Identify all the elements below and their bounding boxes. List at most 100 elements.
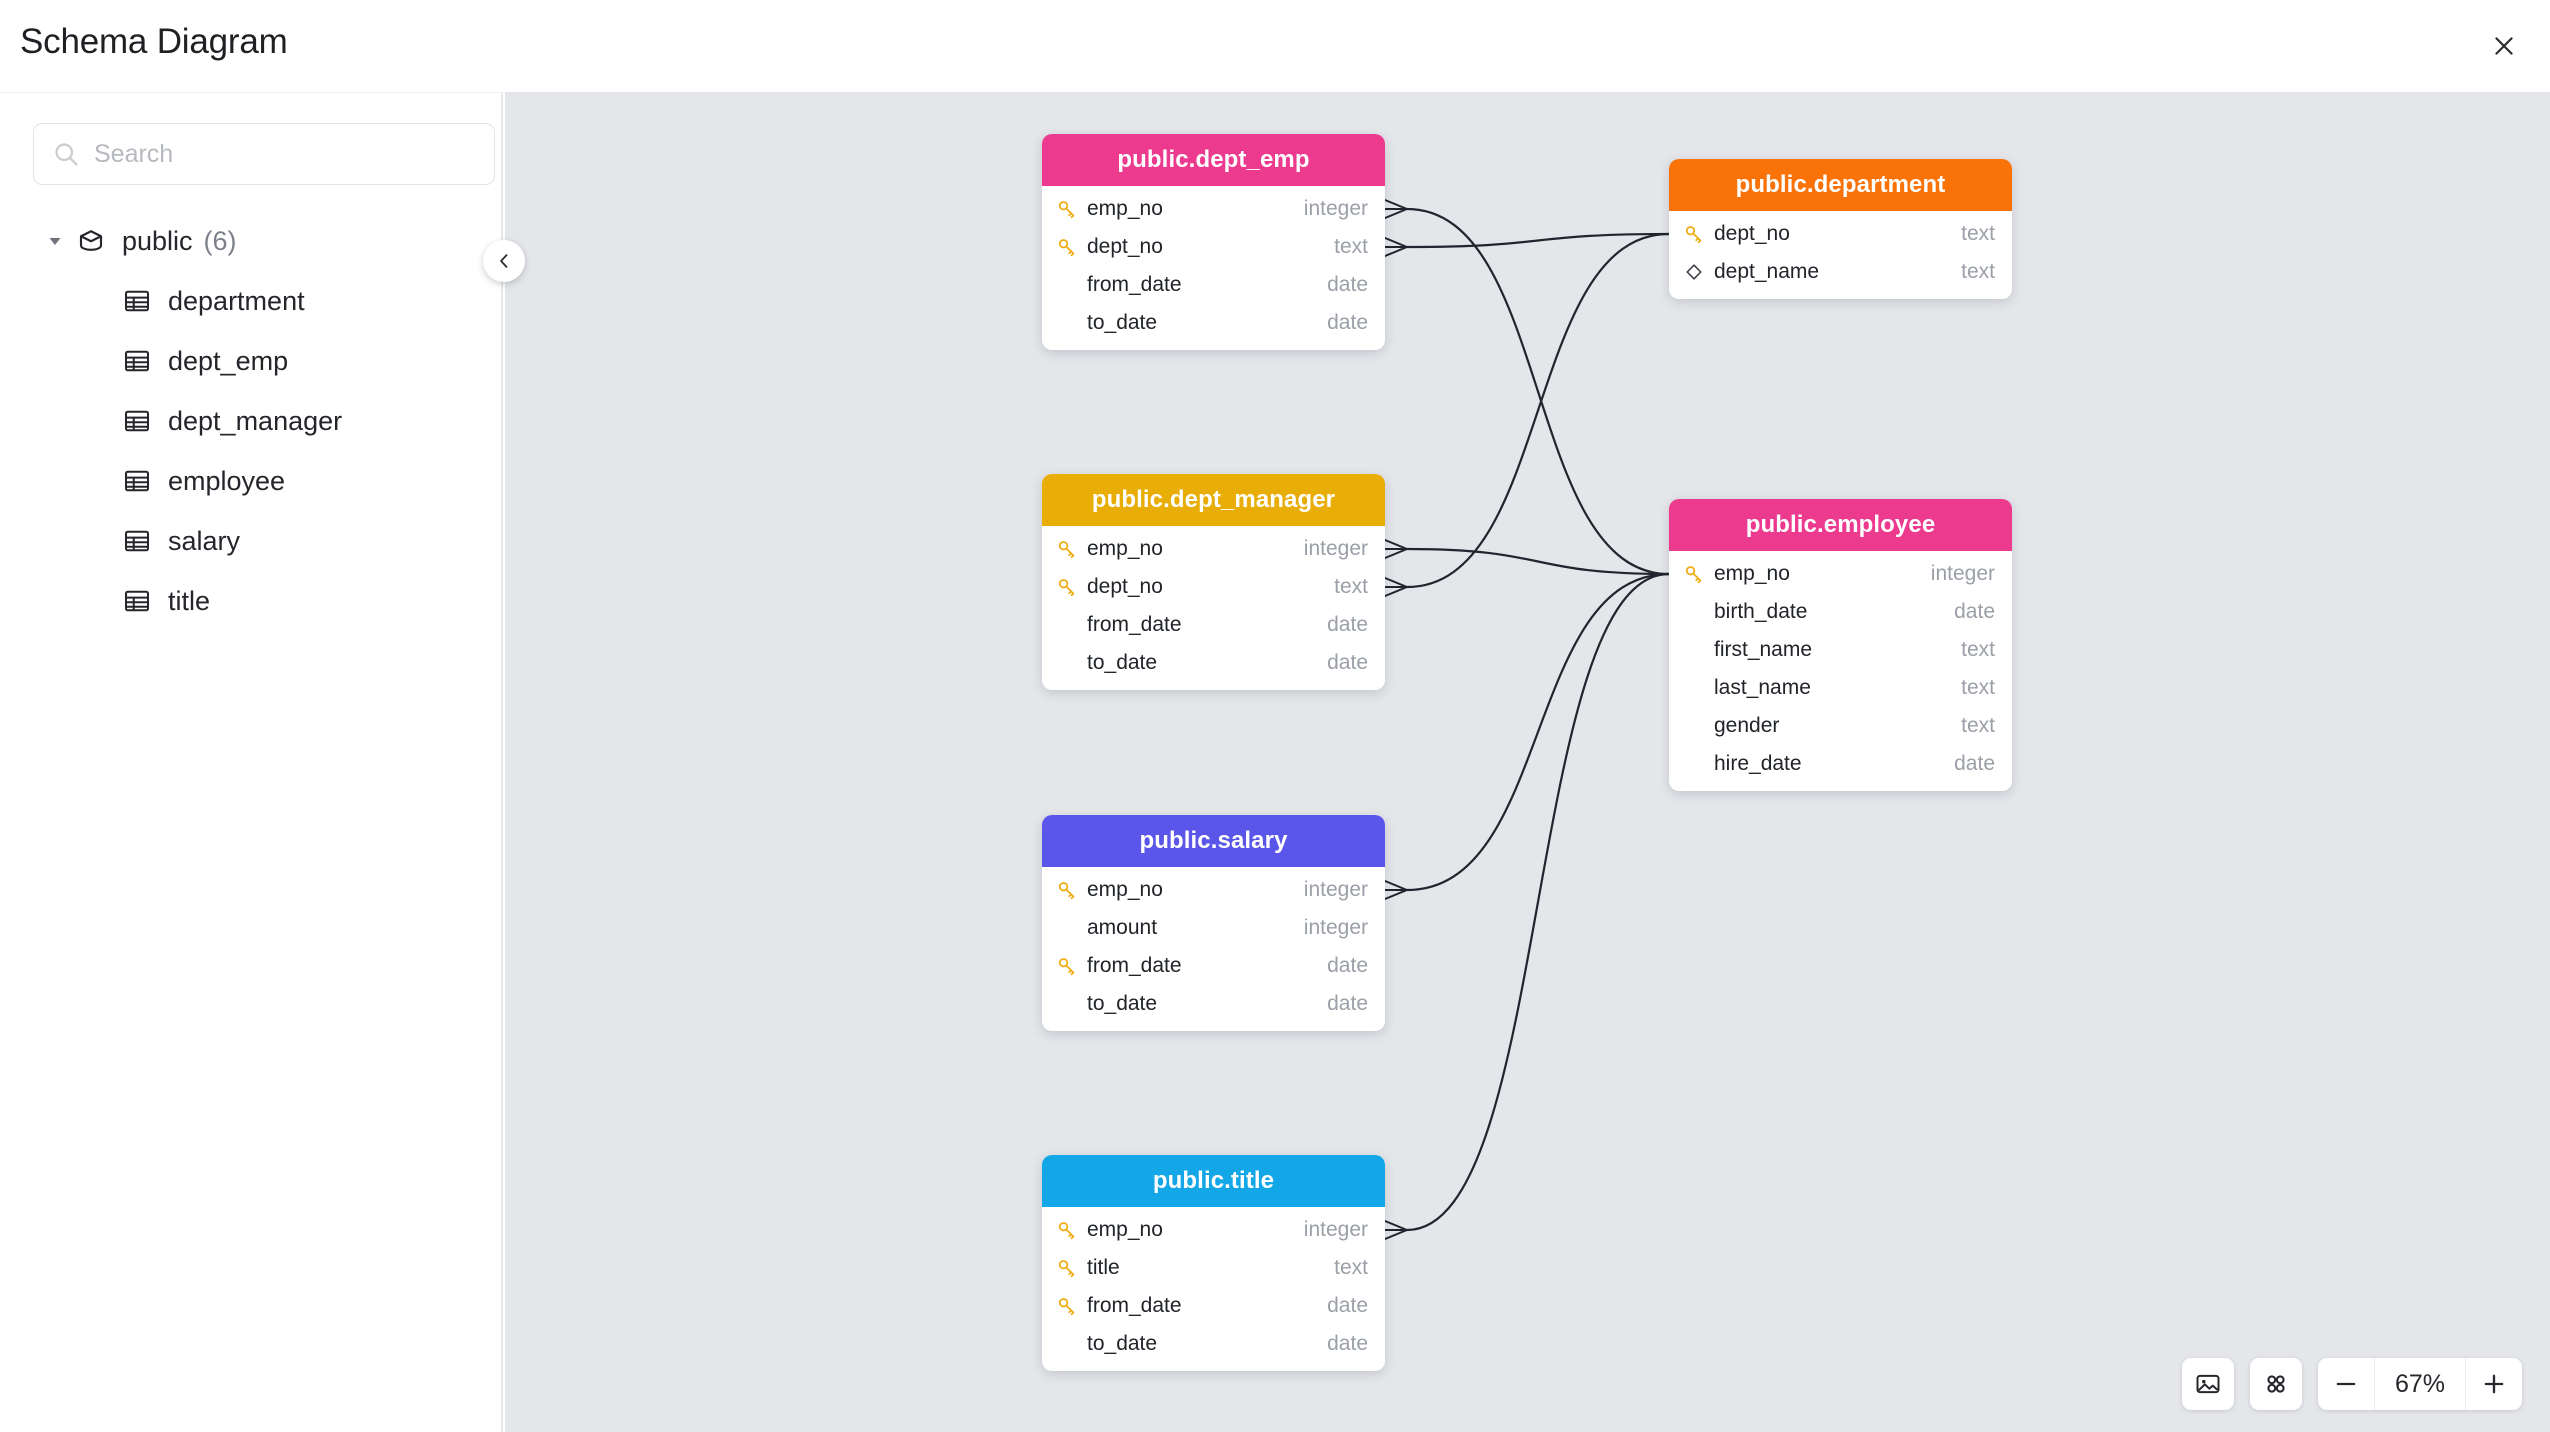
search-box[interactable]	[33, 123, 495, 185]
database-icon	[76, 226, 106, 256]
relationship-edge[interactable]	[1406, 207, 1670, 576]
tree-node-label: employee	[168, 465, 286, 496]
column-type: text	[1961, 260, 1995, 283]
minus-icon	[2336, 1382, 2356, 1386]
relationship-edge[interactable]	[1406, 232, 1670, 589]
schema-tree: public (6) department dept_emp dept_manage…	[0, 211, 503, 631]
tree-node-table-dept_manager[interactable]: dept_manager	[0, 391, 503, 451]
table-node-title: public.employee	[1669, 499, 2012, 551]
primary-key-icon	[1056, 1257, 1078, 1279]
relationship-edge[interactable]	[1406, 547, 1670, 576]
column-name: from_date	[1087, 613, 1182, 636]
column-name: emp_no	[1087, 878, 1163, 901]
plus-icon	[2484, 1374, 2504, 1394]
tree-node-label: dept_emp	[168, 345, 289, 376]
close-button[interactable]	[2480, 22, 2528, 70]
relationship-edge[interactable]	[1406, 572, 1670, 892]
column-name: emp_no	[1087, 197, 1163, 220]
search-input[interactable]	[94, 139, 476, 169]
sidebar: public (6) department dept_emp dept_manage…	[0, 92, 503, 1432]
column-name: first_name	[1714, 638, 1813, 661]
primary-key-icon	[1683, 223, 1705, 245]
close-icon	[2495, 37, 2513, 55]
diamond-icon	[1683, 261, 1705, 283]
tree-node-schema-public[interactable]: public (6)	[0, 211, 503, 271]
relationship-edge[interactable]	[1406, 232, 1670, 249]
table-icon	[122, 346, 152, 376]
primary-key-icon	[1056, 198, 1078, 220]
table-icon	[122, 586, 152, 616]
crows-foot-marker	[1384, 199, 1408, 219]
tree-children: department dept_emp dept_manager employee sa…	[0, 271, 503, 631]
column-name: to_date	[1087, 992, 1158, 1015]
tree-node-table-department[interactable]: department	[0, 271, 503, 331]
tree-node-table-title[interactable]: title	[0, 571, 503, 631]
sidebar-collapse-button[interactable]	[483, 240, 525, 282]
table-column-row[interactable]: emp_no integer	[1042, 530, 1385, 568]
column-type: date	[1327, 651, 1368, 674]
column-name: to_date	[1087, 1332, 1158, 1355]
crows-foot-marker	[1384, 880, 1408, 900]
image-icon	[2196, 1374, 2220, 1394]
table-node-title: public.department	[1669, 159, 2012, 211]
tree-node-table-employee[interactable]: employee	[0, 451, 503, 511]
column-name: emp_no	[1087, 537, 1163, 560]
column-name: emp_no	[1714, 562, 1790, 585]
column-type: integer	[1303, 537, 1368, 560]
column-type: date	[1327, 1294, 1368, 1317]
auto-layout-button[interactable]	[2250, 1358, 2302, 1410]
tree-node-table-salary[interactable]: salary	[0, 511, 503, 571]
page-title: Schema Diagram	[20, 22, 288, 61]
caret-down-icon[interactable]	[44, 230, 66, 252]
column-type: date	[1327, 311, 1368, 334]
table-node-title: public.dept_emp	[1042, 134, 1385, 186]
relationship-edge[interactable]	[1406, 572, 1670, 1232]
table-column-row[interactable]: dept_name text	[1669, 253, 2012, 291]
export-image-button[interactable]	[2182, 1358, 2234, 1410]
primary-key-icon	[1056, 538, 1078, 560]
column-type: integer	[1303, 197, 1368, 220]
zoom-in-button[interactable]	[2466, 1358, 2522, 1410]
zoom-out-button[interactable]	[2318, 1358, 2374, 1410]
zoom-level-label: 67%	[2374, 1358, 2466, 1410]
column-name: dept_no	[1714, 222, 1790, 245]
canvas-toolbar: 67%	[2182, 1358, 2522, 1410]
tree-node-count: (6)	[203, 225, 237, 256]
tree-node-label: salary	[168, 525, 241, 556]
table-column-row[interactable]: emp_no integer	[1042, 190, 1385, 228]
column-name: dept_name	[1714, 260, 1820, 283]
tree-node-table-dept_emp[interactable]: dept_emp	[0, 331, 503, 391]
primary-key-icon	[1683, 563, 1705, 585]
